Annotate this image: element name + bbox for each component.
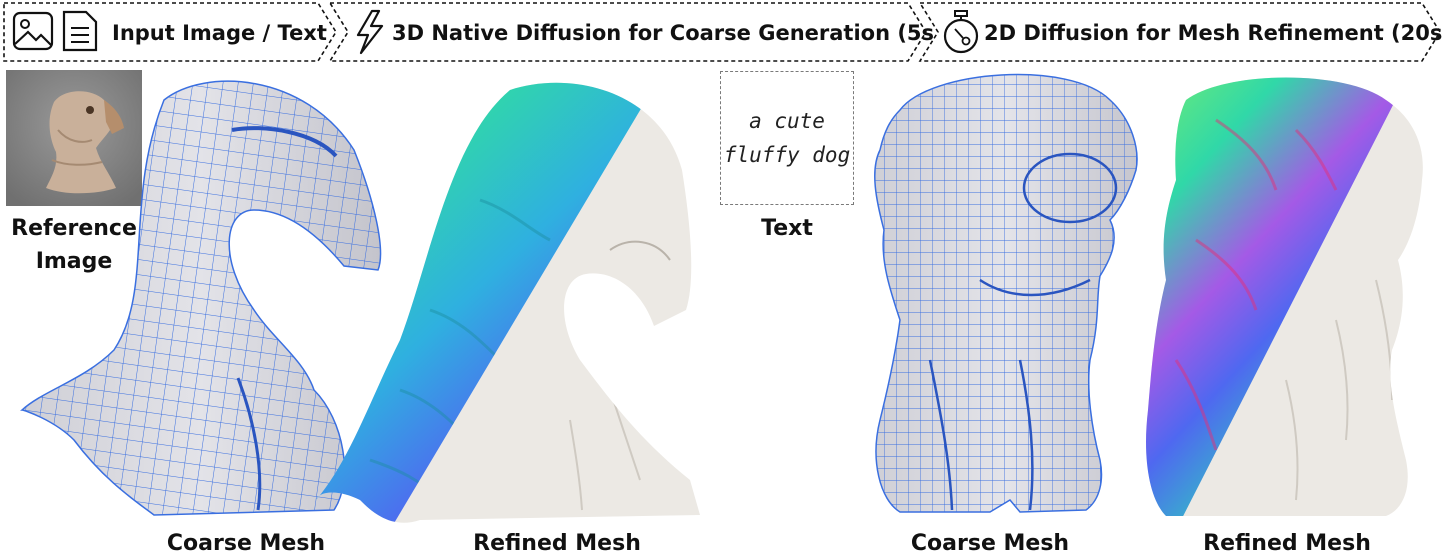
document-icon	[62, 10, 98, 52]
image-icon	[12, 11, 54, 51]
dog-coarse-mesh	[874, 73, 1138, 513]
eagle-refined-label: Refined Mesh	[473, 531, 641, 556]
reference-label-line2: Image	[35, 249, 113, 274]
text-prompt-box: a cute fluffy dog	[720, 71, 854, 205]
lightning-icon	[356, 9, 384, 55]
text-prompt-line2: fluffy dog	[723, 143, 851, 167]
text-prompt-label: Text	[761, 216, 813, 241]
stage-input-label: Input Image / Text	[112, 21, 327, 45]
stage-coarse-label: 3D Native Diffusion for Coarse Generatio…	[392, 21, 944, 45]
text-prompt-line1: a cute	[749, 109, 825, 133]
stage-refine-label: 2D Diffusion for Mesh Refinement (20s)	[984, 21, 1444, 45]
eagle-coarse-mesh	[21, 80, 382, 516]
reference-label-line1: Reference	[11, 216, 137, 241]
stage-refine: 2D Diffusion for Mesh Refinement (20s)	[918, 2, 1444, 62]
stage-coarse: 3D Native Diffusion for Coarse Generatio…	[328, 2, 944, 62]
stage-input: Input Image / Text	[3, 2, 337, 62]
eagle-refined-mesh	[316, 82, 700, 523]
reference-image-label: Reference Image	[6, 212, 142, 278]
pipeline-banner: Input Image / Text 3D Native Diffusion f…	[3, 2, 1444, 62]
eagle-coarse-label: Coarse Mesh	[166, 531, 326, 556]
dog-refined-label: Refined Mesh	[1203, 531, 1371, 556]
dog-refined-mesh	[1146, 77, 1423, 516]
stopwatch-icon	[943, 10, 979, 54]
reference-image	[6, 70, 142, 206]
dog-coarse-label: Coarse Mesh	[910, 531, 1070, 556]
